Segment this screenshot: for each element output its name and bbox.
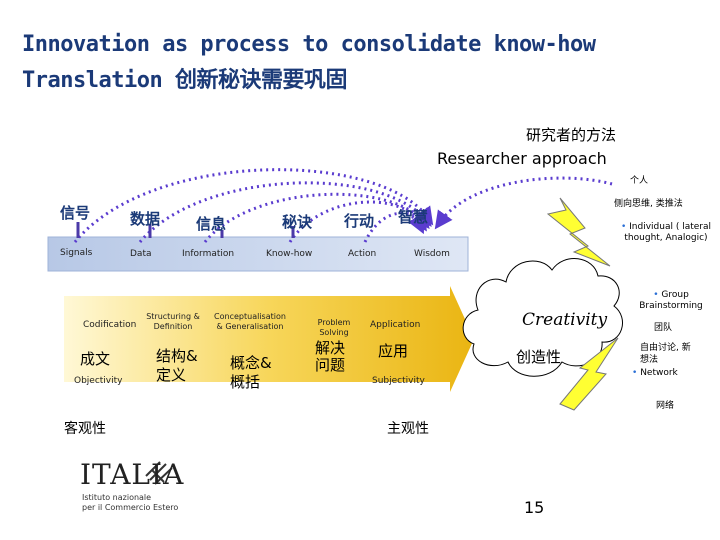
arc-information-to-wisdom xyxy=(205,194,424,242)
objectivity-zh: 成文 xyxy=(80,348,110,369)
conceptualisation-zh: 概念& 概括 xyxy=(230,354,278,392)
stage-en-action: Action xyxy=(348,249,376,259)
subjectivity-en: Subjectivity xyxy=(372,376,425,386)
stage-zh-wisdom: 智慧 xyxy=(398,206,428,227)
italia-logo-line2: per il Commercio Estero xyxy=(82,503,178,512)
stage-zh-knowhow: 秘诀 xyxy=(282,211,312,232)
lightning-bolt-upper xyxy=(548,198,610,266)
problem-solving-zh: 解决 问题 xyxy=(315,340,351,374)
problem-solving-en: Problem Solving xyxy=(312,318,356,338)
stage-en-wisdom: Wisdom xyxy=(414,249,450,259)
group-en: • Group Brainstorming xyxy=(626,290,716,312)
page-number: 15 xyxy=(524,498,544,517)
stage-en-data: Data xyxy=(130,249,152,259)
application-en: Application xyxy=(370,320,420,330)
creativity-en: Creativity xyxy=(522,310,607,330)
stage-zh-signals: 信号 xyxy=(60,202,90,223)
network-en: • Network xyxy=(632,368,678,378)
stage-zh-data: 数据 xyxy=(130,208,160,229)
bullet-icon: • xyxy=(632,368,637,378)
conceptualisation-en: Conceptualisation & Generalisation xyxy=(210,312,290,332)
italia-logo-brand: ITALIA xyxy=(80,458,184,491)
stage-en-information: Information xyxy=(182,249,234,259)
structuring-zh: 结构& 定义 xyxy=(156,347,200,385)
arc-signals-to-wisdom xyxy=(75,170,428,242)
individual-en: • Individual ( lateral thought, Analogic… xyxy=(620,222,712,244)
stage-bar xyxy=(48,237,468,271)
stage-zh-information: 信息 xyxy=(196,213,226,234)
objectivity-en: Objectivity xyxy=(74,376,123,386)
stage-en-signals: Signals xyxy=(60,248,92,258)
arc-creativity-to-wisdom xyxy=(440,178,612,222)
objective-zh: 客观性 xyxy=(64,418,106,438)
codification-label: Codification xyxy=(83,320,136,330)
stage-zh-action: 行动 xyxy=(344,210,374,231)
network-zh: 网络 xyxy=(656,398,674,411)
stage-en-knowhow: Know-how xyxy=(266,249,312,259)
structuring-en: Structuring & Definition xyxy=(142,312,204,332)
discussion-zh: 自由讨论, 新想法 xyxy=(640,342,692,366)
application-zh: 应用 xyxy=(378,340,408,361)
group-zh: 团队 xyxy=(654,320,672,333)
italia-logo-line1: Istituto nazionale xyxy=(82,493,151,502)
creativity-zh: 创造性 xyxy=(516,346,561,367)
subjective-zh: 主观性 xyxy=(387,418,429,438)
bullet-icon: • xyxy=(621,222,626,232)
individual-mode-zh: 侧向思维, 类推法 xyxy=(614,196,683,209)
individual-zh: 个人 xyxy=(630,173,648,186)
bullet-icon: • xyxy=(653,290,658,300)
